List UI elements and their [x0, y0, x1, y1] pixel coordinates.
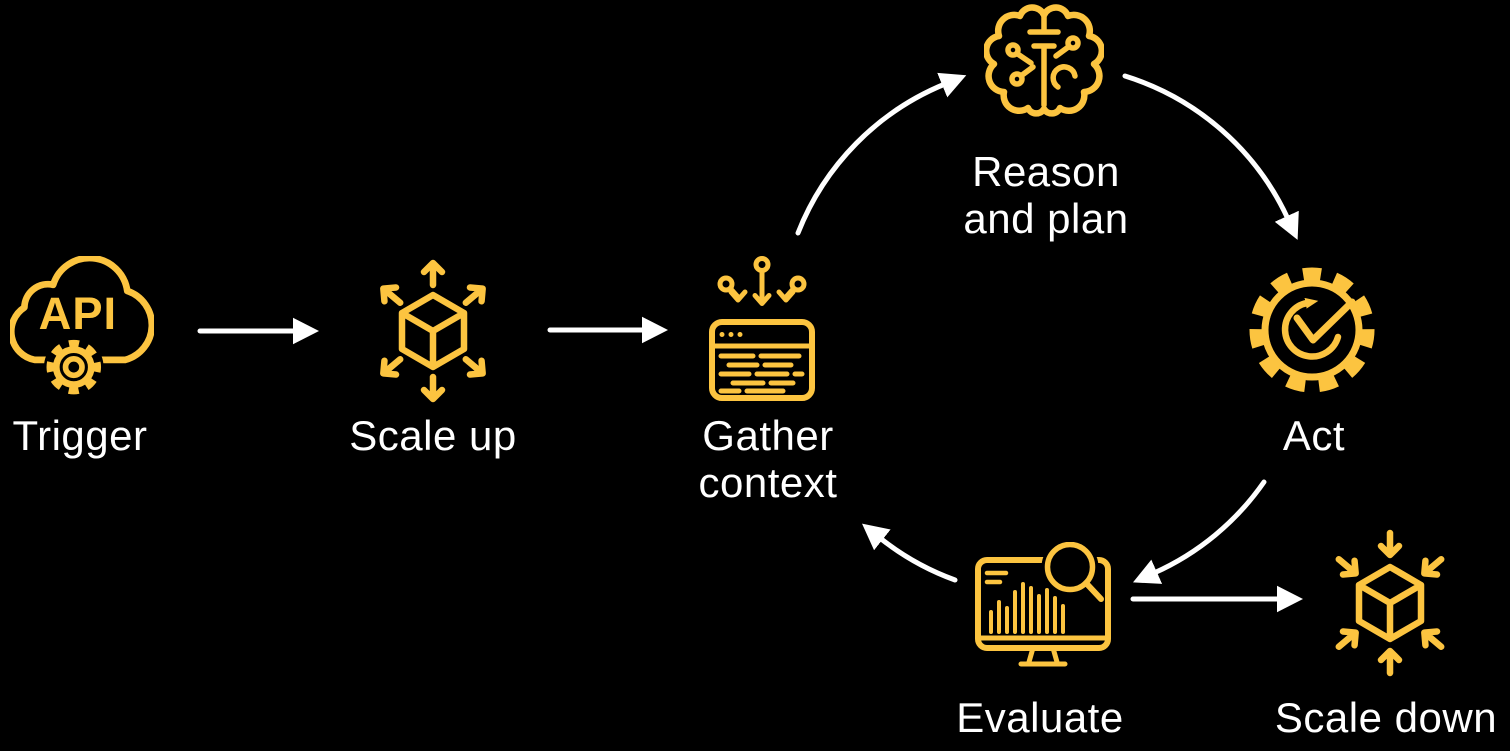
input-connectors [717, 256, 807, 306]
gear-teeth [1249, 267, 1375, 393]
reason-and-plan-label: Reason and plan [963, 148, 1129, 242]
cube-shape [1355, 563, 1425, 643]
arrow-act-to-evaluate [1132, 479, 1267, 584]
monitor-stand [1018, 645, 1068, 667]
trigger-label: Trigger [12, 412, 148, 459]
checkmark [1293, 298, 1356, 344]
arrow-reason-to-act [1122, 73, 1299, 240]
magnifier-icon [1041, 542, 1104, 602]
gear-checkmark-icon [1249, 267, 1375, 393]
cycle-arrow [1281, 297, 1342, 360]
evaluate-label: Evaluate [956, 694, 1124, 741]
code-window [709, 319, 815, 401]
chart-text-lines [984, 570, 1009, 585]
terminal-window-inputs-icon [709, 256, 815, 401]
bar-chart [989, 582, 1065, 634]
cube-contract-arrows-icon [1315, 529, 1465, 679]
cloud-api-gear-icon: API [10, 256, 154, 397]
gear-icon [43, 337, 104, 397]
monitor-chart-magnifier-icon [975, 542, 1111, 667]
brain-circuit-icon [984, 4, 1104, 117]
act-label: Act [1282, 412, 1346, 459]
scale-down-label: Scale down [1274, 694, 1498, 741]
brain-outline [984, 4, 1104, 117]
brain-circuits [1005, 13, 1081, 108]
gear-body [1261, 279, 1363, 381]
api-icon-text: API [39, 288, 118, 339]
arrow-evaluate-to-gather [862, 523, 958, 583]
cube-shape [398, 291, 468, 371]
cube-expand-arrows-icon [358, 257, 508, 407]
gather-context-label: Gather context [698, 412, 838, 506]
arrow-gather-to-reason [795, 72, 967, 236]
scale-up-label: Scale up [349, 412, 517, 459]
window-dots [719, 332, 743, 337]
